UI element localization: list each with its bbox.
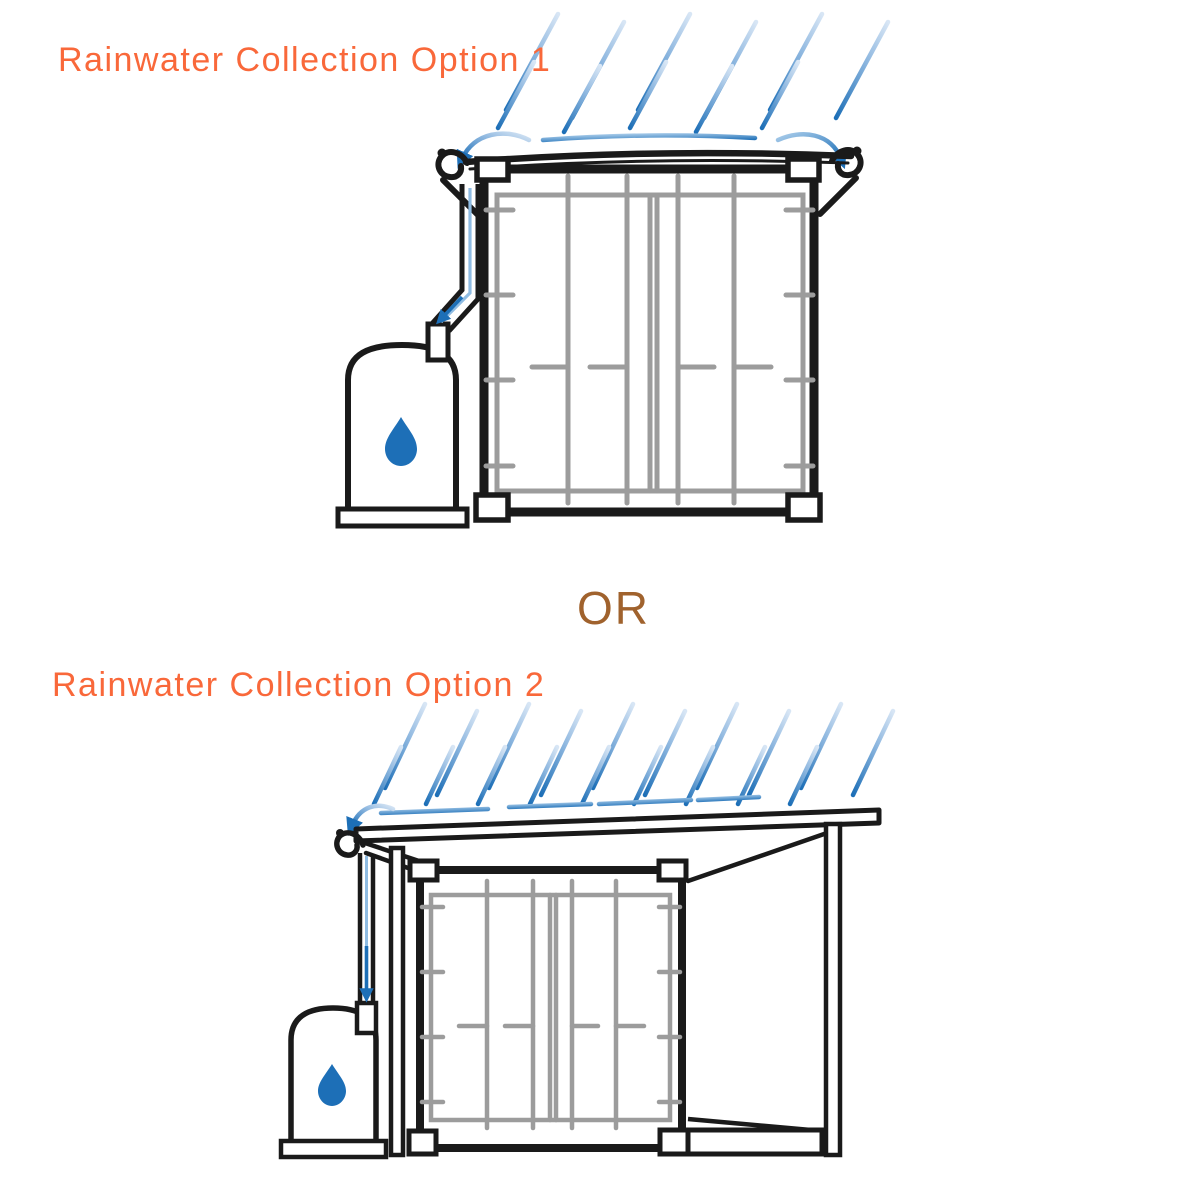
roof-flow-arrows (346, 794, 762, 837)
rain-icon (371, 701, 896, 807)
gutter-left-icon (435, 148, 482, 219)
gutter-right-icon (817, 146, 864, 217)
option2-diagram (278, 701, 896, 1160)
roof-post-right (823, 821, 843, 1158)
shipping-container (406, 858, 825, 1157)
or-divider-label: OR (577, 582, 650, 634)
tank-base (278, 1138, 389, 1160)
corner-castings (473, 156, 823, 523)
water-tank (335, 321, 470, 529)
gutter-left-icon (334, 829, 366, 858)
option1-title: Rainwater Collection Option 1 (58, 41, 552, 79)
tank-inlet (354, 1000, 379, 1036)
shipping-container (473, 156, 823, 523)
roof-post-left (388, 845, 406, 1158)
water-drop-icon (318, 1064, 346, 1106)
option1-diagram (335, 11, 891, 529)
option2-title: Rainwater Collection Option 2 (52, 666, 546, 704)
water-drop-icon (385, 417, 417, 466)
tank-inlet (425, 321, 451, 363)
lean-to-roof (353, 807, 882, 844)
corner-castings (406, 858, 691, 1157)
side-base-rail (685, 1127, 825, 1157)
rain-icon (495, 11, 891, 135)
container-door-details (419, 878, 683, 1131)
water-tank (278, 1000, 389, 1160)
downspout-water-flow (436, 188, 472, 325)
container-door-details (483, 173, 816, 506)
tank-base (335, 506, 470, 529)
downspout-pipe (357, 853, 376, 1006)
